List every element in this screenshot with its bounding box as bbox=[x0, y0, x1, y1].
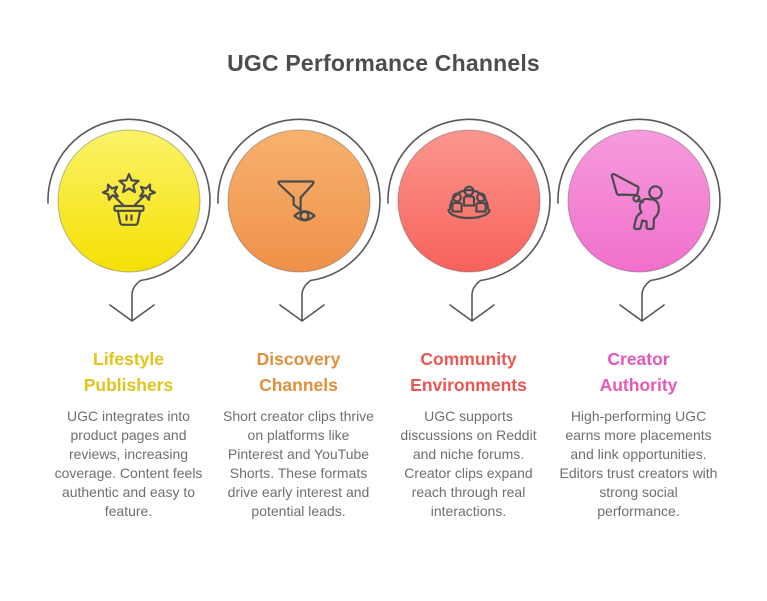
channel-art bbox=[386, 118, 551, 322]
channel-heading: Community Environments bbox=[410, 349, 527, 395]
channel-description: UGC integrates into product pages and re… bbox=[54, 408, 203, 519]
funnel-eye-icon bbox=[276, 180, 316, 222]
channels-row: Lifestyle Publishers UGC integrates into… bbox=[0, 106, 767, 521]
channel-item-creator-authority: Creator Authority High-performing UGC ea… bbox=[554, 106, 724, 521]
loop-arrow bbox=[386, 118, 551, 322]
channel-description: High-performing UGC earns more placement… bbox=[559, 408, 718, 519]
megaphone-person-icon bbox=[610, 173, 663, 231]
channel-item-lifestyle-publishers: Lifestyle Publishers UGC integrates into… bbox=[44, 106, 214, 521]
channel-circle bbox=[397, 129, 540, 273]
channel-art bbox=[46, 118, 211, 322]
channel-item-discovery-channels: Discovery Channels Short creator clips t… bbox=[214, 106, 384, 521]
loop-arrow bbox=[46, 118, 211, 322]
channel-circle bbox=[227, 129, 370, 273]
stars-basket-icon bbox=[101, 172, 156, 226]
channel-heading: Creator Authority bbox=[599, 349, 678, 395]
channel-description: UGC supports discussions on Reddit and n… bbox=[400, 408, 537, 519]
community-dome-icon bbox=[446, 185, 491, 220]
channel-circle bbox=[57, 129, 200, 273]
channel-description: Short creator clips thrive on platforms … bbox=[223, 408, 374, 519]
page-title: UGC Performance Channels bbox=[227, 50, 540, 76]
channel-heading: Lifestyle Publishers bbox=[83, 349, 174, 395]
loop-arrow bbox=[556, 118, 721, 322]
channel-item-community-environments: Community Environments UGC supports disc… bbox=[384, 106, 554, 521]
channel-art bbox=[556, 118, 721, 322]
channel-heading: Discovery Channels bbox=[256, 349, 341, 395]
loop-arrow bbox=[216, 118, 381, 322]
channel-art bbox=[216, 118, 381, 322]
